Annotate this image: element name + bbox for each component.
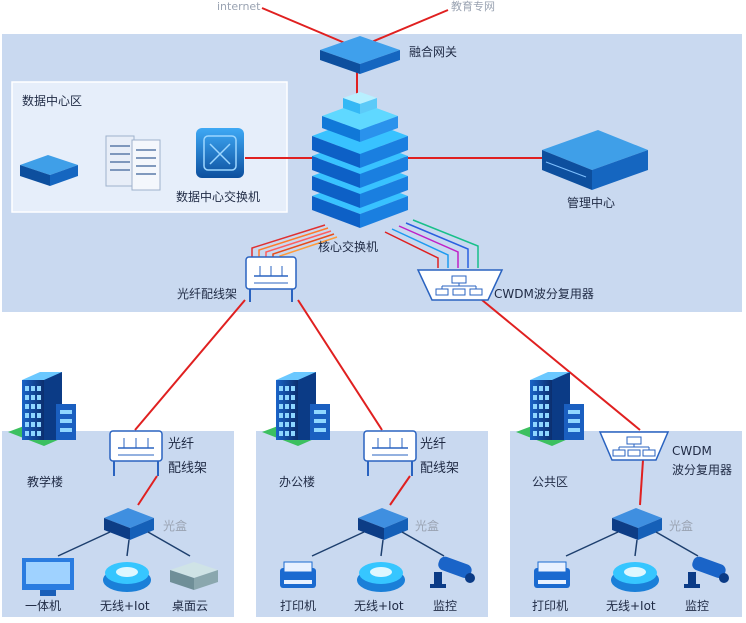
building-label-1: 教学楼 bbox=[27, 475, 64, 489]
wireless-ap-icon bbox=[357, 562, 405, 592]
device-label-2-3: 监控 bbox=[433, 599, 458, 613]
device-label-3-3: 监控 bbox=[685, 599, 710, 613]
optical-box-icon bbox=[612, 508, 662, 540]
zone-1 bbox=[8, 372, 218, 596]
core-switch-label: 核心交换机 bbox=[318, 240, 379, 254]
building-label-3: 公共区 bbox=[532, 475, 569, 489]
dist2-label-3: 波分复用器 bbox=[672, 463, 733, 477]
dist1-label-2: 光纤 bbox=[420, 437, 447, 452]
building-icon bbox=[262, 372, 330, 446]
building-label-2: 办公楼 bbox=[279, 475, 316, 489]
dist1-label-3: CWDM bbox=[672, 444, 712, 458]
gateway-icon bbox=[320, 36, 400, 74]
dc-switch-icon bbox=[196, 128, 244, 178]
gateway-label: 融合网关 bbox=[409, 45, 458, 59]
odf-icon bbox=[245, 256, 297, 302]
device-label-1-2: 无线+Iot bbox=[100, 599, 150, 613]
management-label: 管理中心 bbox=[567, 196, 616, 210]
dc-rack-icon bbox=[105, 135, 161, 191]
wireless-ap-icon bbox=[611, 562, 659, 592]
dc-server-icon bbox=[20, 155, 78, 186]
management-server-icon bbox=[542, 130, 648, 190]
optical-box-icon bbox=[104, 508, 154, 540]
device-label-2-2: 无线+Iot bbox=[354, 599, 404, 613]
datacenter-title: 数据中心区 bbox=[22, 94, 83, 108]
dist2-label-2: 配线架 bbox=[420, 461, 460, 476]
box-label-1: 光盒 bbox=[163, 519, 188, 533]
device-label-3-2: 无线+Iot bbox=[606, 599, 656, 613]
device-label-1-3: 桌面云 bbox=[172, 599, 209, 613]
red-links bbox=[134, 7, 644, 506]
box-label-3: 光盒 bbox=[669, 519, 694, 533]
dc-switch-label: 数据中心交换机 bbox=[176, 190, 261, 204]
cwdm-zone-icon bbox=[598, 431, 670, 461]
cwdm-label: CWDM波分复用器 bbox=[494, 287, 594, 301]
dist2-label-1: 配线架 bbox=[168, 461, 208, 476]
building-icon bbox=[516, 372, 584, 446]
internet-label: internet bbox=[217, 0, 261, 13]
box-label-2: 光盒 bbox=[415, 519, 440, 533]
odf-zone-icon bbox=[109, 430, 163, 476]
printer-icon bbox=[280, 561, 316, 588]
core-switch-icon bbox=[312, 92, 408, 228]
all-in-one-pc-icon bbox=[22, 558, 74, 596]
building-icon bbox=[8, 372, 76, 446]
camera-icon bbox=[430, 556, 475, 588]
device-label-1-1: 一体机 bbox=[25, 599, 62, 613]
dist1-label-1: 光纤 bbox=[168, 437, 195, 452]
device-label-3-1: 打印机 bbox=[532, 599, 569, 613]
wireless-ap-icon bbox=[103, 562, 151, 592]
zone-2 bbox=[262, 372, 475, 592]
printer-icon bbox=[534, 561, 570, 588]
edu-network-label: 教育专网 bbox=[451, 0, 495, 13]
cwdm-icon bbox=[416, 269, 504, 301]
camera-icon bbox=[684, 556, 729, 588]
zone-3 bbox=[516, 372, 729, 592]
optical-box-icon bbox=[358, 508, 408, 540]
odf-label: 光纤配线架 bbox=[177, 287, 238, 301]
device-label-2-1: 打印机 bbox=[280, 599, 317, 613]
desktop-cloud-icon bbox=[170, 562, 218, 590]
odf-zone-icon bbox=[363, 430, 417, 476]
